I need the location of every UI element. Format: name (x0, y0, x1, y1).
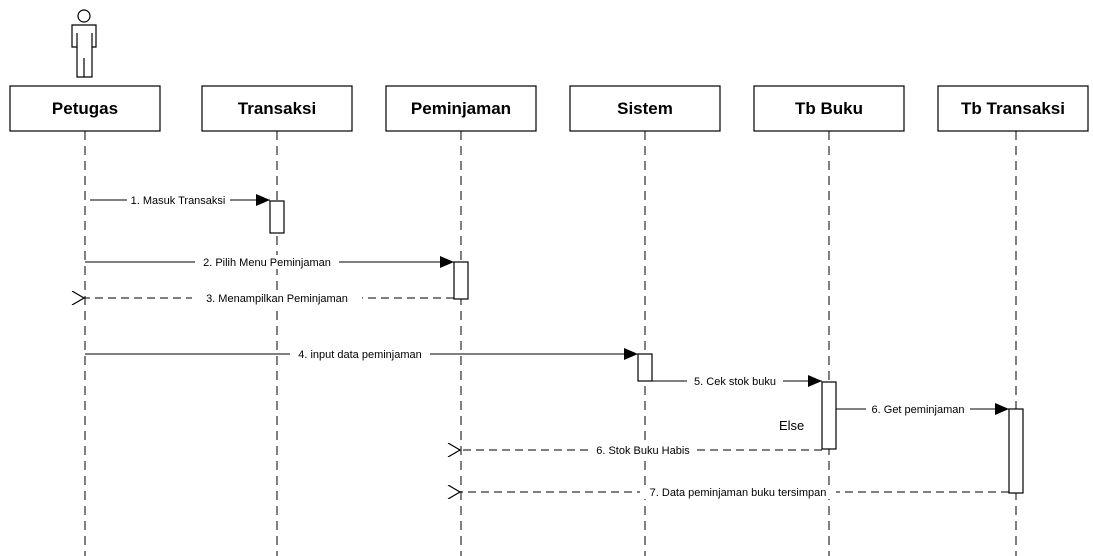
message-label-pilih-menu-peminjaman: 2. Pilih Menu Peminjaman (203, 257, 331, 269)
message-pilih-menu-peminjaman: 2. Pilih Menu Peminjaman (85, 255, 454, 269)
activation-transaksi (269, 200, 285, 234)
message-label-cek-stok-buku: 5. Cek stok buku (694, 376, 776, 388)
lifeline-label-sistem: Sistem (617, 99, 673, 118)
actor-icon (71, 9, 97, 78)
activation-tb-transaksi (1008, 408, 1024, 494)
lifeline-peminjaman: Peminjaman (385, 85, 537, 132)
activation-sistem (637, 353, 653, 382)
message-input-data-peminjaman: 4. input data peminjaman (85, 347, 638, 361)
message-menampilkan-peminjaman: 3. Menampilkan Peminjaman (84, 291, 454, 305)
lifeline-label-transaksi: Transaksi (238, 99, 316, 118)
message-label-input-data-peminjaman: 4. input data peminjaman (298, 349, 422, 361)
message-label-menampilkan-peminjaman: 3. Menampilkan Peminjaman (206, 293, 348, 305)
message-label-data-peminjaman-tersimpan: 7. Data peminjaman buku tersimpan (650, 487, 827, 499)
message-get-peminjaman: 6. Get peminjaman (836, 402, 1009, 416)
lifeline-sistem: Sistem (569, 85, 721, 132)
lifeline-label-petugas: Petugas (52, 99, 118, 118)
message-cek-stok-buku: 5. Cek stok buku (652, 374, 822, 388)
message-data-peminjaman-tersimpan: 7. Data peminjaman buku tersimpan (460, 485, 1009, 499)
message-label-stok-buku-habis: 6. Stok Buku Habis (596, 445, 690, 457)
lifeline-tb-buku: Tb Buku (753, 85, 905, 132)
lifeline-transaksi: Transaksi (201, 85, 353, 132)
lifeline-tb-transaksi: Tb Transaksi (937, 85, 1089, 132)
message-stok-buku-habis: 6. Stok Buku Habis (460, 443, 822, 457)
activation-tb-buku (821, 381, 837, 450)
lifeline-petugas: Petugas (9, 85, 161, 132)
message-masuk-transaksi: 1. Masuk Transaksi (90, 193, 270, 207)
lifeline-label-tb-transaksi: Tb Transaksi (961, 99, 1065, 118)
message-label-masuk-transaksi: 1. Masuk Transaksi (131, 195, 226, 207)
activation-peminjaman (453, 261, 469, 300)
lifeline-label-tb-buku: Tb Buku (795, 99, 863, 118)
lifeline-label-peminjaman: Peminjaman (411, 99, 511, 118)
message-label-get-peminjaman: 6. Get peminjaman (872, 404, 965, 416)
else-guard-label: Else (779, 418, 804, 433)
